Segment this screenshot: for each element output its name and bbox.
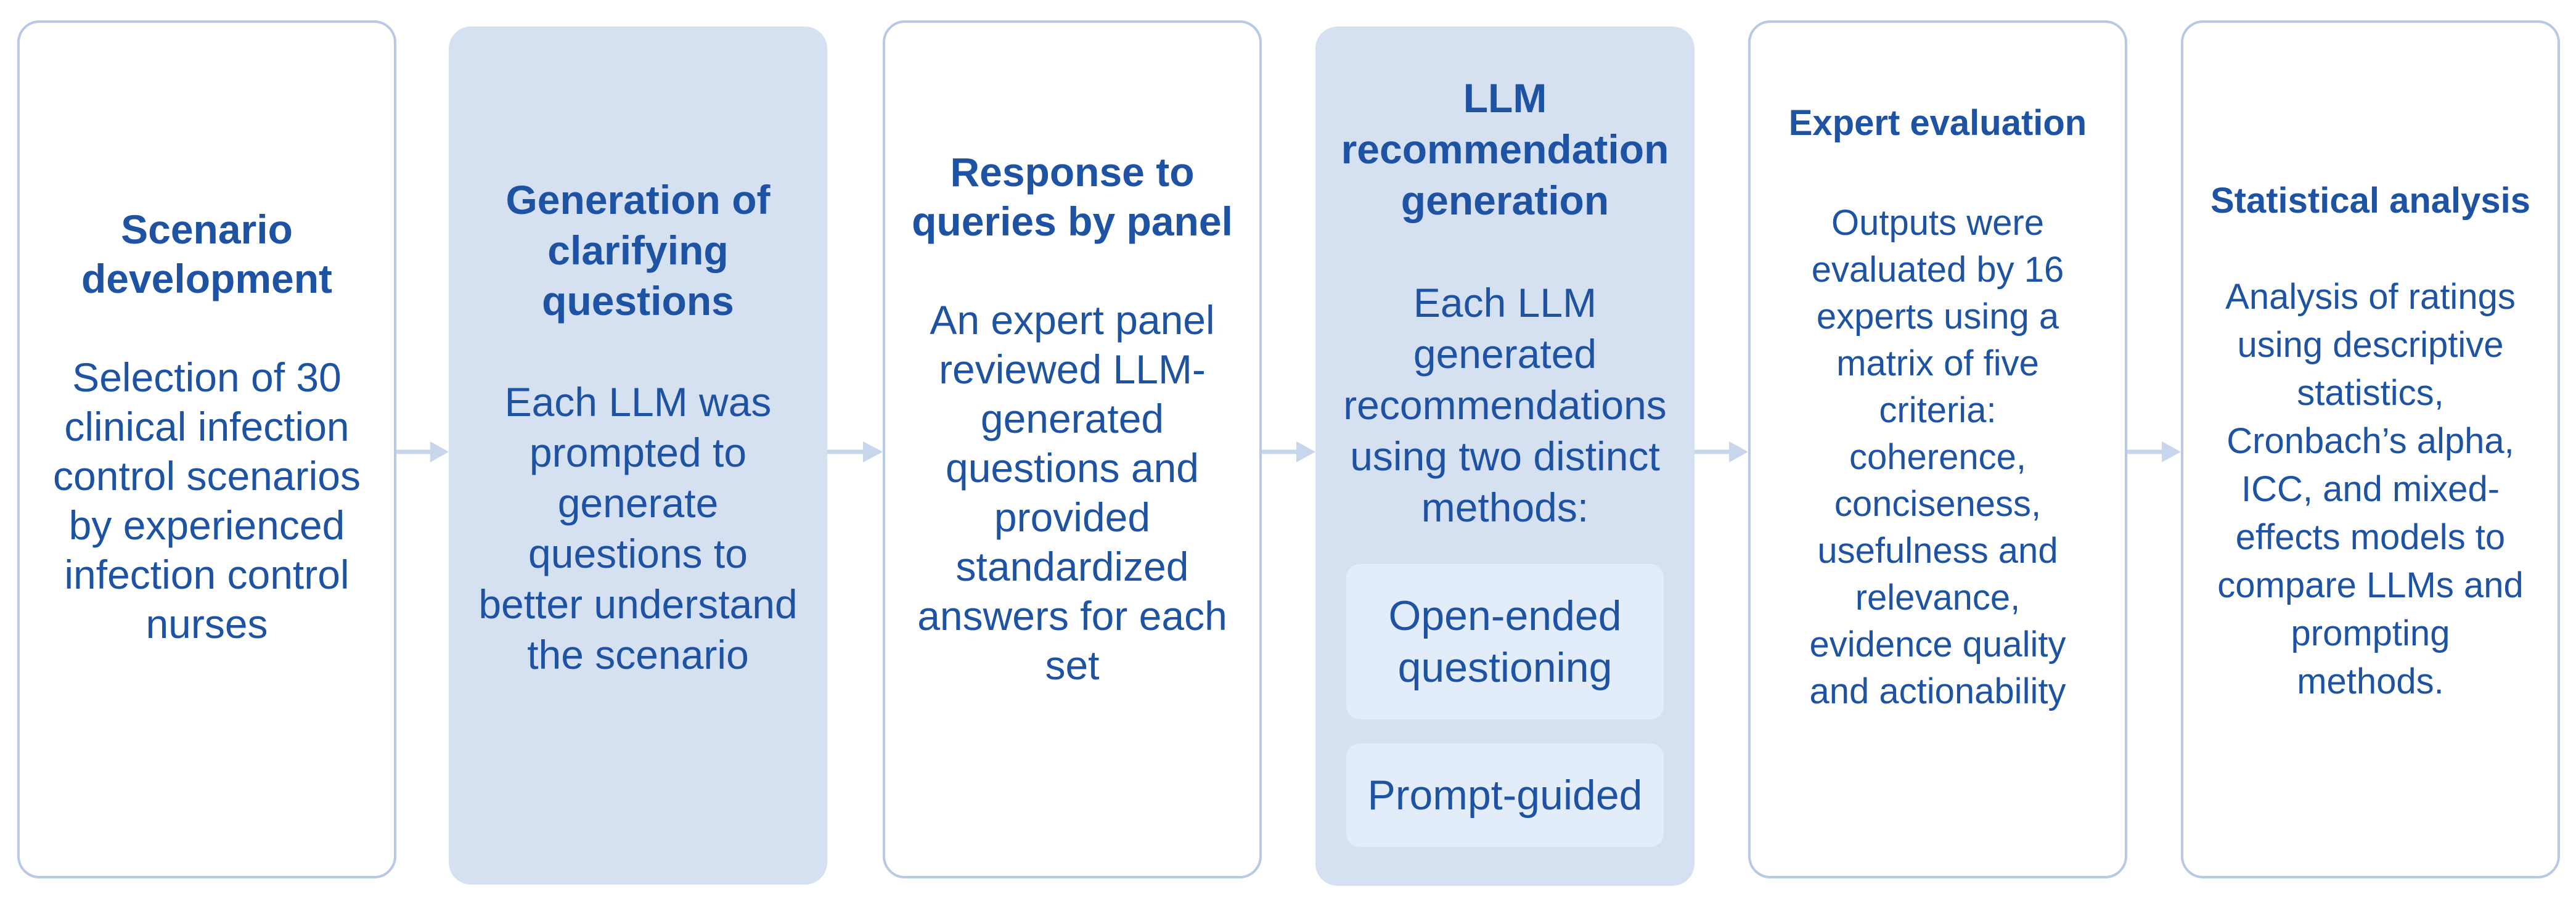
step-title: Generation of clarifying questions <box>505 177 771 324</box>
step-description: Each LLM generated recommendations using… <box>1343 280 1667 530</box>
step-box-llm-recommendation-generation: LLM recommendation generation Each LLM g… <box>1315 27 1695 886</box>
step-box-expert-evaluation: Expert evaluation Outputs were evaluated… <box>1748 20 2127 878</box>
step-box-scenario-development: Scenario development Selection of 30 cli… <box>17 20 396 878</box>
step-description: Outputs were evaluated by 16 experts usi… <box>1809 203 2066 711</box>
step-box-response-to-queries-by-panel: Response to queries by panel An expert p… <box>883 20 1262 878</box>
step-box-generation-of-clarifying-questions: Generation of clarifying questions Each … <box>449 27 827 885</box>
step-description: Selection of 30 clinical infection contr… <box>53 354 361 647</box>
step-description: Each LLM was prompted to generate questi… <box>478 379 798 677</box>
right-arrow-icon <box>2127 441 2181 462</box>
step-title: Response to queries by panel <box>912 149 1233 244</box>
step-description: An expert panel reviewed LLM- generated … <box>917 297 1227 688</box>
right-arrow-icon <box>827 441 883 462</box>
step-description: Analysis of ratings using descriptive st… <box>2217 277 2524 701</box>
step-title: Expert evaluation <box>1788 103 2087 143</box>
right-arrow-icon <box>396 441 449 462</box>
method-box-prompt-guided: Prompt-guided <box>1346 743 1664 847</box>
step-title: Statistical analysis <box>2210 181 2531 221</box>
step-box-statistical-analysis: Statistical analysis Analysis of ratings… <box>2181 20 2560 878</box>
step-title: Scenario development <box>81 207 333 301</box>
method-box-open-ended-questioning: Open-ended questioning <box>1346 564 1664 719</box>
right-arrow-icon <box>1262 441 1315 462</box>
step-title: LLM recommendation generation <box>1341 75 1669 223</box>
right-arrow-icon <box>1695 441 1748 462</box>
